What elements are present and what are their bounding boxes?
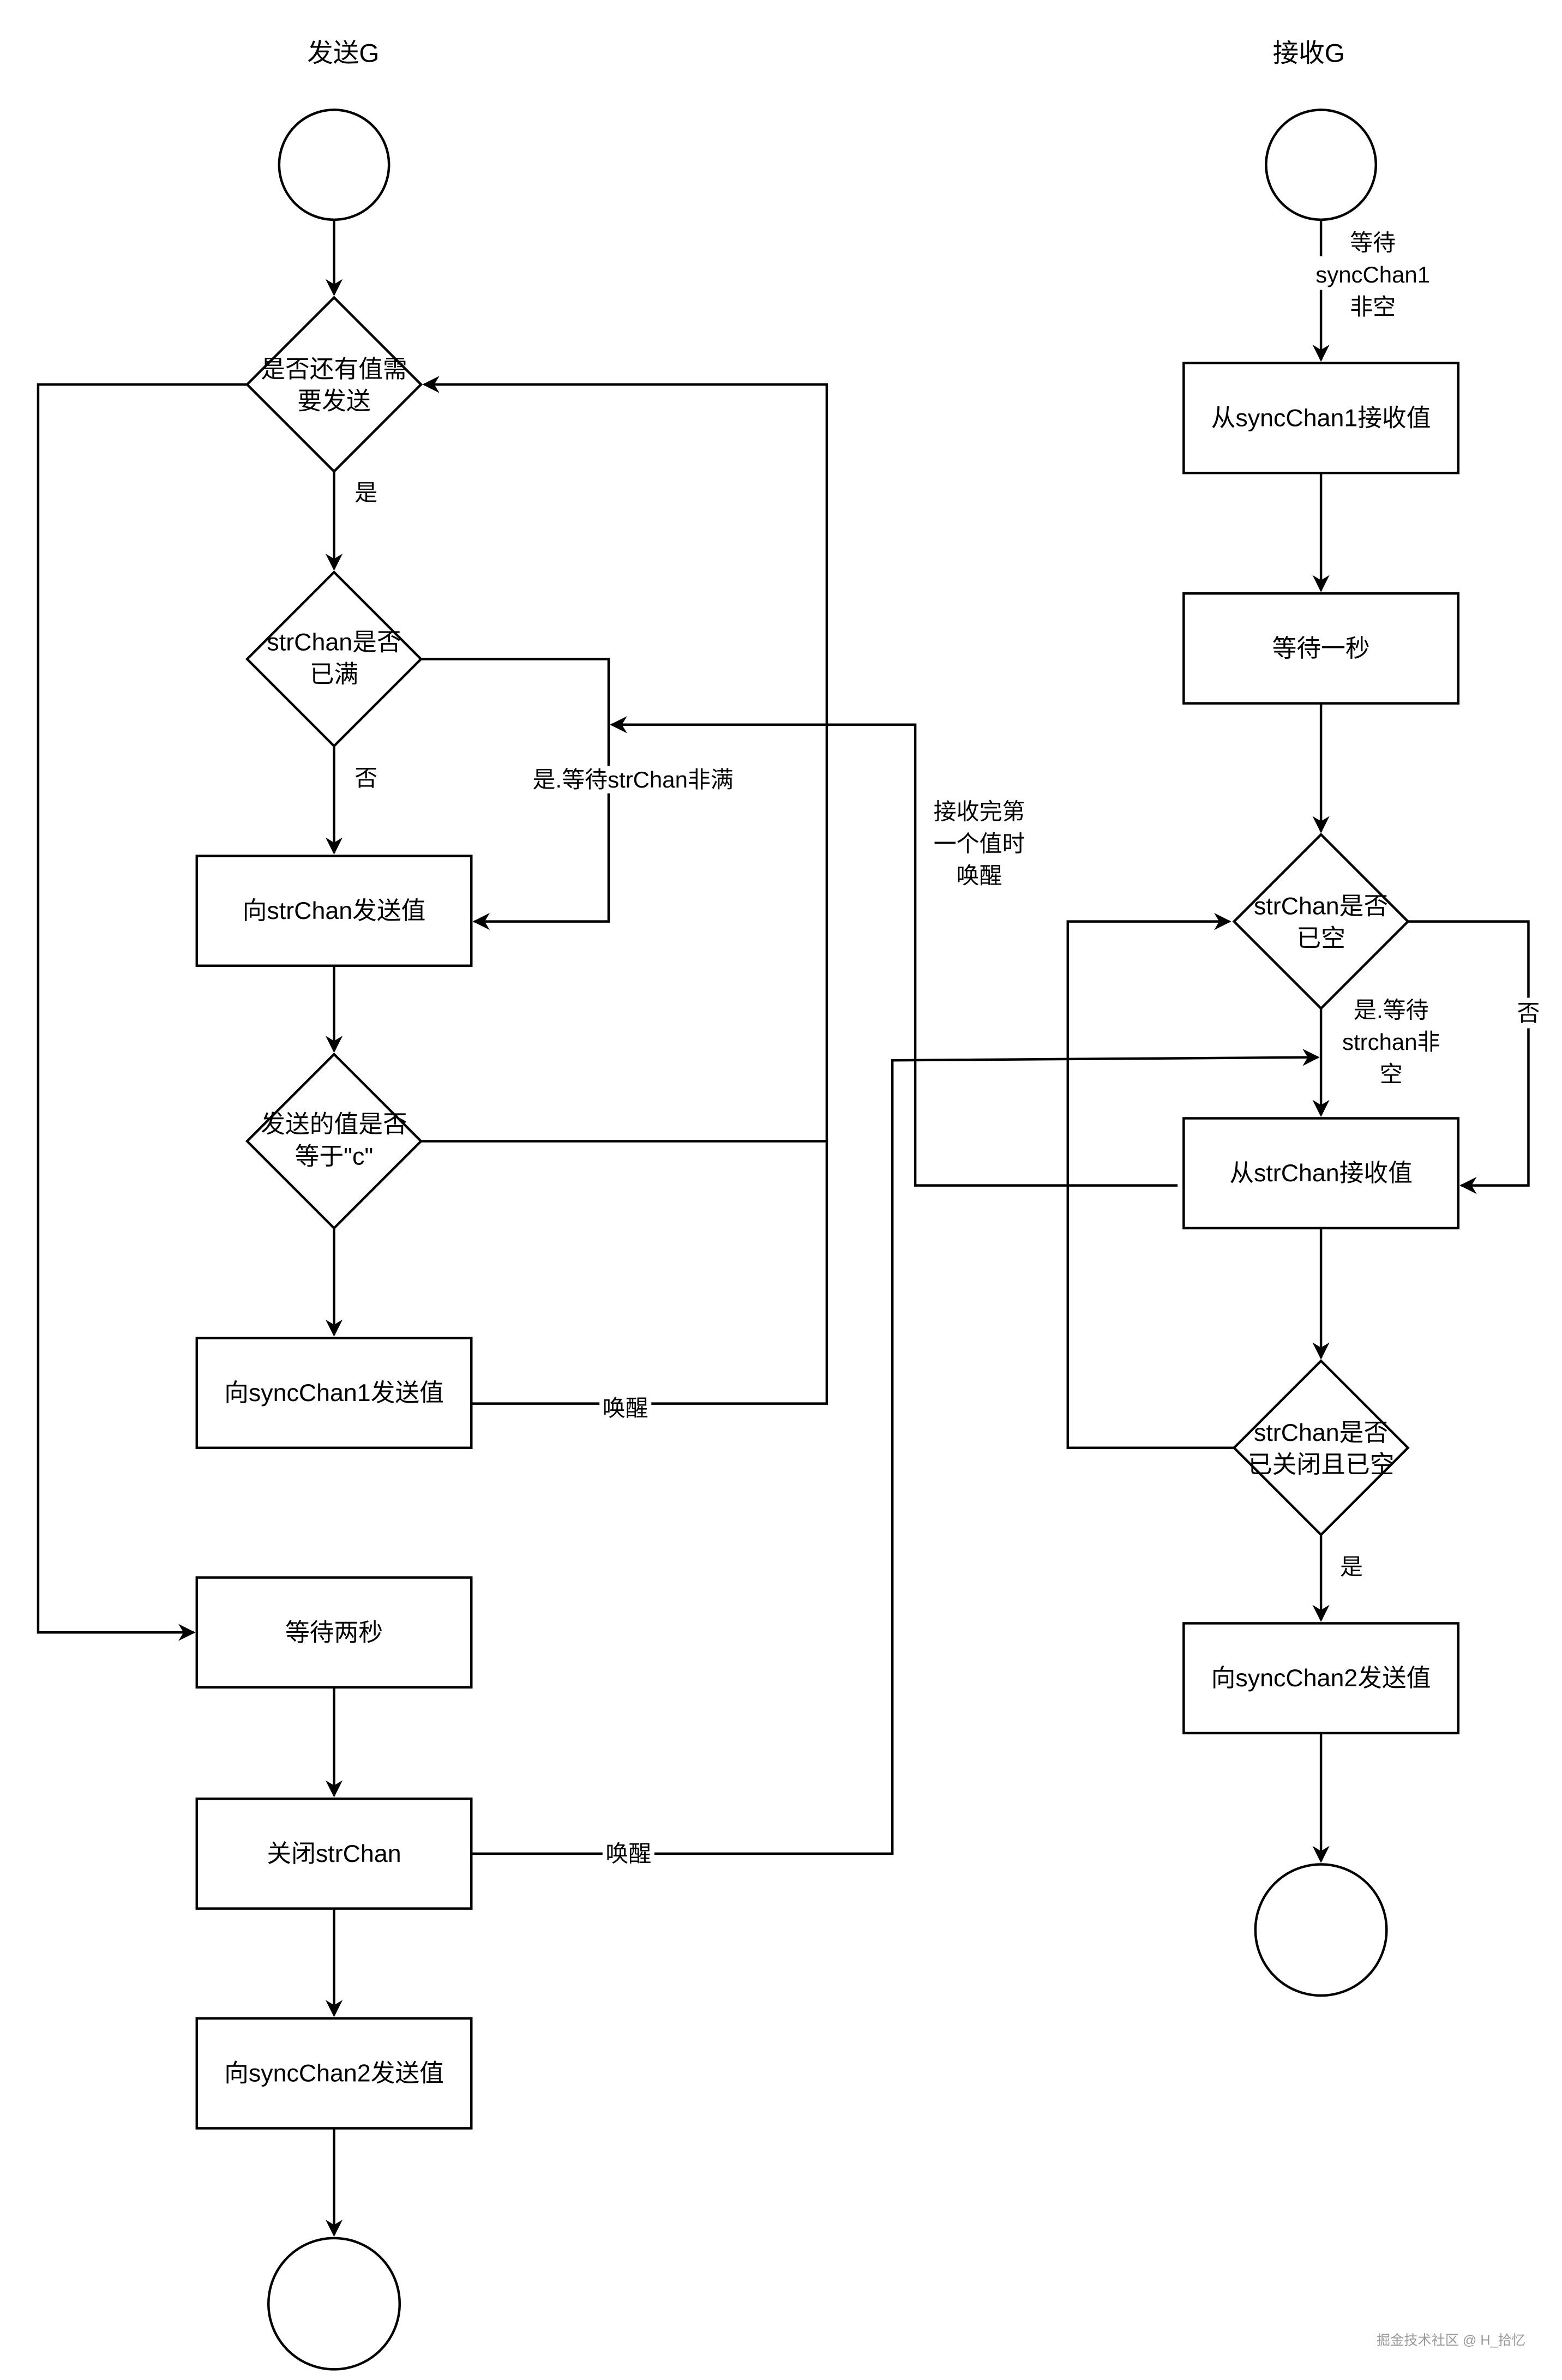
label-is-empty-no: 否 [1517, 1000, 1540, 1026]
label-line: 一个值时 [934, 831, 1025, 856]
label-wait-not-full: 是.等待strChan非满 [533, 767, 734, 792]
node-value-is-c[interactable]: 发送的值是否 等于"c" [245, 1052, 423, 1230]
label-wait-syncchan1: 等待 syncChan1 非空 [1308, 230, 1437, 320]
node-receiver-send-syncchan2[interactable]: 向syncChan2发送值 [1182, 1622, 1460, 1735]
watermark: 掘金技术社区 @ H_拾忆 [1377, 2333, 1525, 2348]
label-closed-empty-yes: 是 [1340, 1554, 1363, 1579]
node-label: 等待一秒 [1272, 635, 1370, 662]
node-strchan-full[interactable]: strChan是否 已满 [245, 570, 423, 748]
node-wait-two-seconds[interactable]: 等待两秒 [195, 1576, 473, 1689]
node-sender-send-syncchan2[interactable]: 向syncChan2发送值 [195, 2017, 473, 2130]
sender-start-node[interactable] [278, 109, 390, 221]
sender-edges [37, 219, 828, 2237]
node-label: strChan是否 [1254, 1419, 1388, 1446]
edge-is-empty-no [1408, 920, 1530, 1194]
node-label: strChan是否 [267, 629, 401, 656]
edge-closed-empty-no [1066, 912, 1234, 1450]
label-line: syncChan1 [1315, 262, 1430, 287]
node-label: 向syncChan2发送值 [1211, 1664, 1431, 1692]
label-line: strchan非 [1342, 1029, 1440, 1055]
node-has-more-values[interactable]: 是否还有值需 要发送 [245, 296, 423, 473]
edge-wake-after-first-receive [610, 716, 1178, 1187]
edge-has-more-no [37, 383, 248, 1641]
node-send-strchan[interactable]: 向strChan发送值 [195, 855, 473, 967]
node-label: strChan是否 [1254, 893, 1388, 920]
label-wake-sync1: 唤醒 [603, 1396, 648, 1421]
node-label: 已空 [1296, 924, 1345, 952]
node-send-syncchan1[interactable]: 向syncChan1发送值 [195, 1337, 473, 1450]
sender-end-node[interactable] [267, 2237, 401, 2371]
node-strchan-closed-empty[interactable]: strChan是否 已关闭且已空 [1232, 1359, 1410, 1537]
node-label: 向strChan发送值 [243, 897, 426, 924]
node-label: 已关闭且已空 [1248, 1451, 1394, 1479]
node-label: 等待两秒 [285, 1619, 383, 1646]
node-label: 从syncChan1接收值 [1211, 404, 1431, 431]
label-has-more-yes: 是 [355, 480, 377, 506]
label-line: 等待 [1350, 230, 1396, 255]
node-wait-one-second[interactable]: 等待一秒 [1182, 592, 1460, 705]
node-label: 向syncChan1发送值 [224, 1379, 444, 1407]
label-line: 是.等待 [1354, 997, 1428, 1023]
label-line: 唤醒 [957, 863, 1002, 888]
label-line: 接收完第 [934, 799, 1025, 825]
label-wake-after-first: 接收完第 一个值时 唤醒 [934, 799, 1025, 888]
node-label: 从strChan接收值 [1229, 1159, 1413, 1187]
receiver-end-node[interactable] [1254, 1863, 1388, 1997]
node-label: 关闭strChan [267, 1840, 401, 1867]
label-wake-close: 唤醒 [605, 1841, 651, 1866]
node-close-strchan[interactable]: 关闭strChan [195, 1797, 473, 1910]
node-label: 等于"c" [295, 1143, 374, 1170]
node-label: 向syncChan2发送值 [224, 2060, 444, 2087]
label-is-full-no: 否 [355, 765, 377, 791]
node-label: 已满 [310, 660, 358, 688]
node-label: 发送的值是否 [261, 1111, 407, 1138]
edge-wake-on-close [471, 1049, 1320, 1855]
label-wait-not-empty: 是.等待 strchan非 空 [1342, 997, 1440, 1086]
receiver-title: 接收G [1273, 39, 1345, 68]
node-recv-syncchan1[interactable]: 从syncChan1接收值 [1182, 362, 1460, 474]
node-strchan-empty[interactable]: strChan是否 已空 [1232, 833, 1410, 1011]
label-line: 空 [1380, 1061, 1403, 1087]
node-label: 是否还有值需 [261, 356, 407, 383]
receiver-start-node[interactable] [1265, 109, 1378, 221]
sender-title: 发送G [307, 39, 379, 68]
label-line: 非空 [1350, 294, 1396, 320]
node-recv-strchan[interactable]: 从strChan接收值 [1182, 1117, 1460, 1230]
edge-loop-back [422, 376, 828, 1405]
node-label: 要发送 [297, 388, 370, 415]
